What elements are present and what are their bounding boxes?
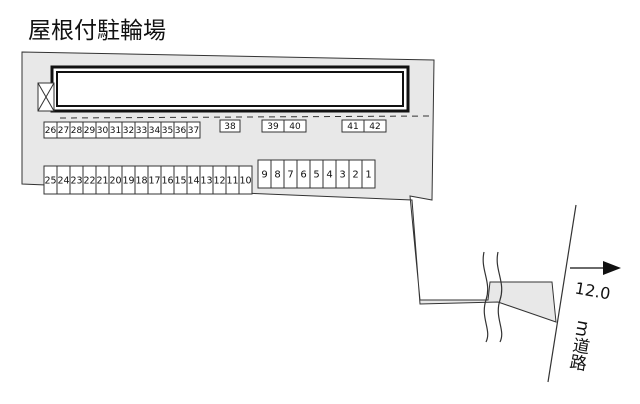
parking-stall bbox=[361, 159, 376, 189]
parking-stall-number: 14 bbox=[187, 175, 199, 186]
parking-stall-number: 30 bbox=[97, 126, 109, 136]
parking-stall bbox=[283, 119, 307, 133]
parking-stall-number: 39 bbox=[267, 122, 279, 132]
road-direction-arrow-icon bbox=[603, 261, 621, 275]
road-width-label: 12.0 bbox=[573, 279, 611, 304]
parking-stall-number: 31 bbox=[110, 126, 121, 136]
parking-stall-number: 29 bbox=[84, 126, 96, 136]
parking-stall-number: 3 bbox=[339, 170, 345, 181]
parking-stall-number: 4 bbox=[326, 170, 332, 181]
parking-stall-number: 5 bbox=[313, 170, 319, 181]
parking-stall-number: 18 bbox=[135, 175, 147, 186]
parking-stall-number: 22 bbox=[83, 175, 95, 186]
parking-stall-number: 28 bbox=[71, 126, 83, 136]
break-mark-right bbox=[496, 251, 503, 343]
parking-stall-number: 32 bbox=[123, 126, 134, 136]
parking-stall-number: 10 bbox=[239, 175, 251, 186]
parking-stall-number: 2 bbox=[352, 170, 358, 181]
parking-stall-number: 12 bbox=[213, 175, 225, 186]
parking-stall-number: 11 bbox=[226, 175, 238, 186]
parking-stall-number: 20 bbox=[109, 175, 121, 186]
parking-stall-number: 13 bbox=[200, 175, 212, 186]
parking-stall-number: 8 bbox=[274, 170, 280, 181]
parking-stall-number: 16 bbox=[161, 175, 173, 186]
parking-stall-number: 15 bbox=[174, 175, 186, 186]
break-mark-left bbox=[482, 251, 489, 343]
parking-stall-number: 1 bbox=[365, 170, 371, 181]
parking-stall bbox=[238, 165, 253, 195]
parking-stall-number: 6 bbox=[300, 170, 306, 181]
parking-stall-number: 23 bbox=[70, 175, 82, 186]
parking-stall-number: 36 bbox=[175, 126, 187, 136]
parking-stall-number: 37 bbox=[188, 126, 199, 136]
cross-box-icon bbox=[37, 82, 55, 112]
parking-stall bbox=[186, 121, 201, 139]
parking-stall-number: 38 bbox=[224, 122, 236, 132]
roof-structure-inner bbox=[56, 71, 404, 107]
parking-stall-number: 34 bbox=[149, 126, 161, 136]
parking-stall bbox=[219, 119, 241, 133]
parking-stall-number: 42 bbox=[369, 122, 380, 132]
parking-stall-number: 26 bbox=[45, 126, 57, 136]
parking-stall-number: 9 bbox=[261, 170, 267, 181]
diagram-title: 屋根付駐輪場 bbox=[28, 18, 166, 44]
parking-stall-number: 24 bbox=[57, 175, 69, 186]
parking-stall-number: 41 bbox=[347, 122, 358, 132]
parking-stall-number: 19 bbox=[122, 175, 134, 186]
road-edge-left bbox=[547, 204, 577, 383]
parking-stall-number: 33 bbox=[136, 126, 147, 136]
parking-stall-number: 17 bbox=[148, 175, 160, 186]
parking-stall-number: 27 bbox=[58, 126, 69, 136]
dashed-boundary bbox=[59, 115, 431, 119]
parking-stall-number: 25 bbox=[44, 175, 56, 186]
parking-stall-number: 21 bbox=[96, 175, 108, 186]
parking-stall-number: 40 bbox=[289, 122, 301, 132]
parking-stall-number: 7 bbox=[287, 170, 293, 181]
parking-stall-number: 35 bbox=[162, 126, 173, 136]
parking-stall bbox=[363, 119, 387, 133]
road-unit-label: m道路 bbox=[565, 319, 594, 372]
